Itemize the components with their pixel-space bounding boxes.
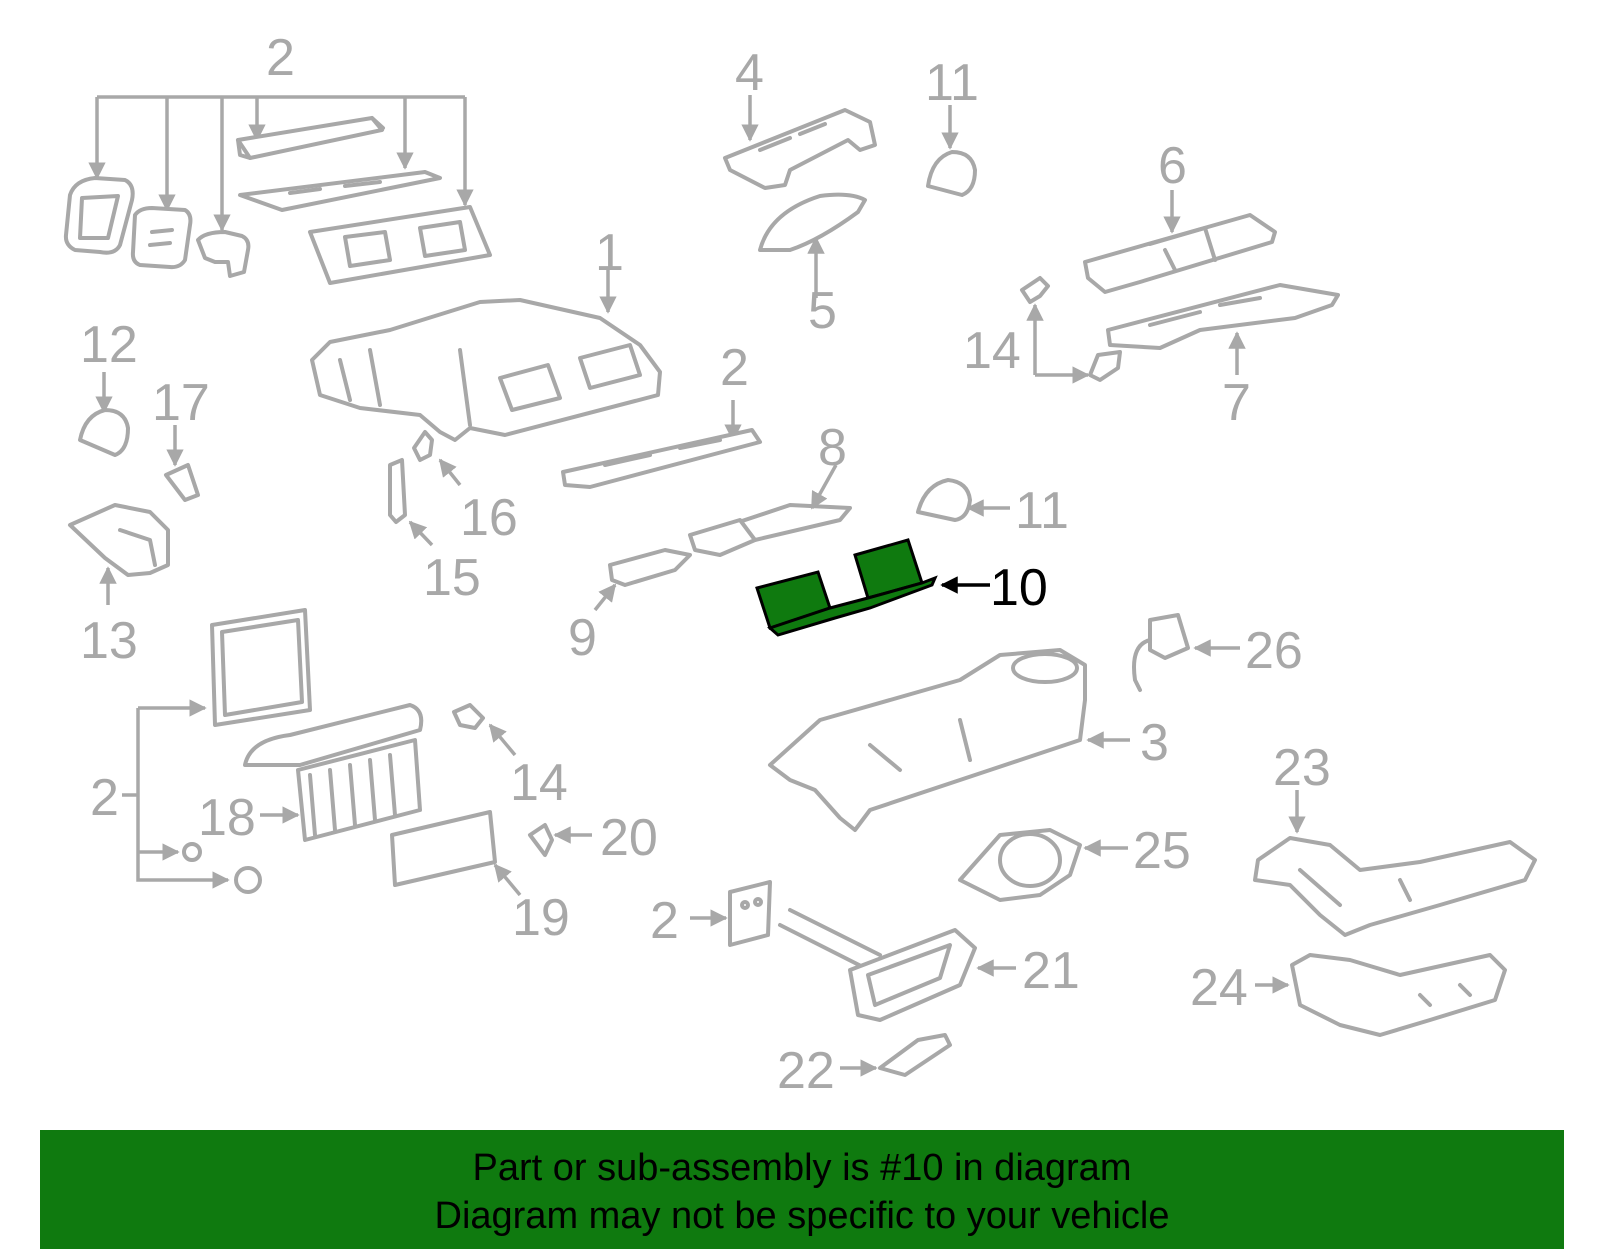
- part-group-2-top: [63, 95, 492, 285]
- part-26: [1132, 613, 1240, 692]
- part-13: [68, 503, 170, 605]
- part-18-evaporator: [243, 703, 424, 842]
- callout-2-bottom: 2: [650, 892, 679, 950]
- part-14-top: [1020, 276, 1122, 384]
- callout-14-top: 14: [963, 322, 1021, 380]
- part-14-mid: [452, 703, 517, 757]
- callout-2-left: 2: [90, 769, 119, 827]
- callout-21: 21: [1022, 942, 1080, 1000]
- callout-17: 17: [152, 374, 210, 432]
- part-8: [688, 464, 852, 557]
- part-3: [768, 648, 1130, 832]
- callout-7: 7: [1222, 374, 1251, 432]
- part-11-top: [926, 105, 977, 197]
- callout-16: 16: [460, 489, 518, 547]
- notice-banner: Part or sub-assembly is #10 in diagram D…: [40, 1130, 1564, 1249]
- part-2-bottom: [690, 880, 772, 947]
- part-10-highlighted[interactable]: [755, 538, 990, 637]
- callout-2-top: 2: [266, 29, 295, 87]
- callout-18: 18: [198, 789, 256, 847]
- callout-8: 8: [818, 419, 847, 477]
- callout-6: 6: [1158, 137, 1187, 195]
- callout-22: 22: [777, 1042, 835, 1100]
- callout-14-mid: 14: [510, 754, 568, 812]
- part-6: [1083, 190, 1277, 294]
- part-group-2-left: [122, 699, 262, 894]
- part-1: [310, 268, 662, 442]
- callout-4: 4: [735, 44, 764, 102]
- part-21: [778, 908, 1016, 1022]
- callout-9: 9: [568, 609, 597, 667]
- callout-11-mid: 11: [1015, 482, 1069, 540]
- callout-3: 3: [1140, 714, 1169, 772]
- callout-24: 24: [1190, 959, 1248, 1017]
- part-4: [723, 95, 877, 190]
- part-2-mid: [561, 400, 762, 489]
- part-12: [78, 372, 130, 457]
- notice-line-1: Part or sub-assembly is #10 in diagram: [472, 1147, 1132, 1189]
- part-22: [840, 1033, 952, 1077]
- part-5: [758, 192, 867, 298]
- callout-1: 1: [595, 224, 624, 282]
- part-15: [388, 458, 434, 547]
- part-7: [1106, 283, 1340, 375]
- callout-13: 13: [80, 612, 138, 670]
- part-24: [1255, 953, 1507, 1037]
- part-19: [390, 810, 522, 897]
- part-20: [528, 823, 592, 857]
- part-16: [412, 430, 462, 487]
- part-17: [164, 425, 200, 502]
- part-23: [1253, 790, 1537, 937]
- callout-23: 23: [1273, 739, 1331, 797]
- part-9: [593, 548, 692, 612]
- part-11-mid: [916, 478, 1010, 522]
- notice-line-2: Diagram may not be specific to your vehi…: [434, 1195, 1170, 1237]
- callout-10: 10: [990, 559, 1048, 617]
- part-filter: [210, 608, 312, 727]
- callout-12: 12: [80, 316, 138, 374]
- callout-20: 20: [600, 809, 658, 867]
- callout-25: 25: [1133, 822, 1191, 880]
- callout-2-mid: 2: [720, 339, 749, 397]
- callout-26: 26: [1245, 622, 1303, 680]
- callout-19: 19: [512, 889, 570, 947]
- callout-15: 15: [423, 549, 481, 607]
- callout-5: 5: [808, 282, 837, 340]
- part-25: [958, 828, 1128, 902]
- callout-11-top: 11: [925, 54, 979, 112]
